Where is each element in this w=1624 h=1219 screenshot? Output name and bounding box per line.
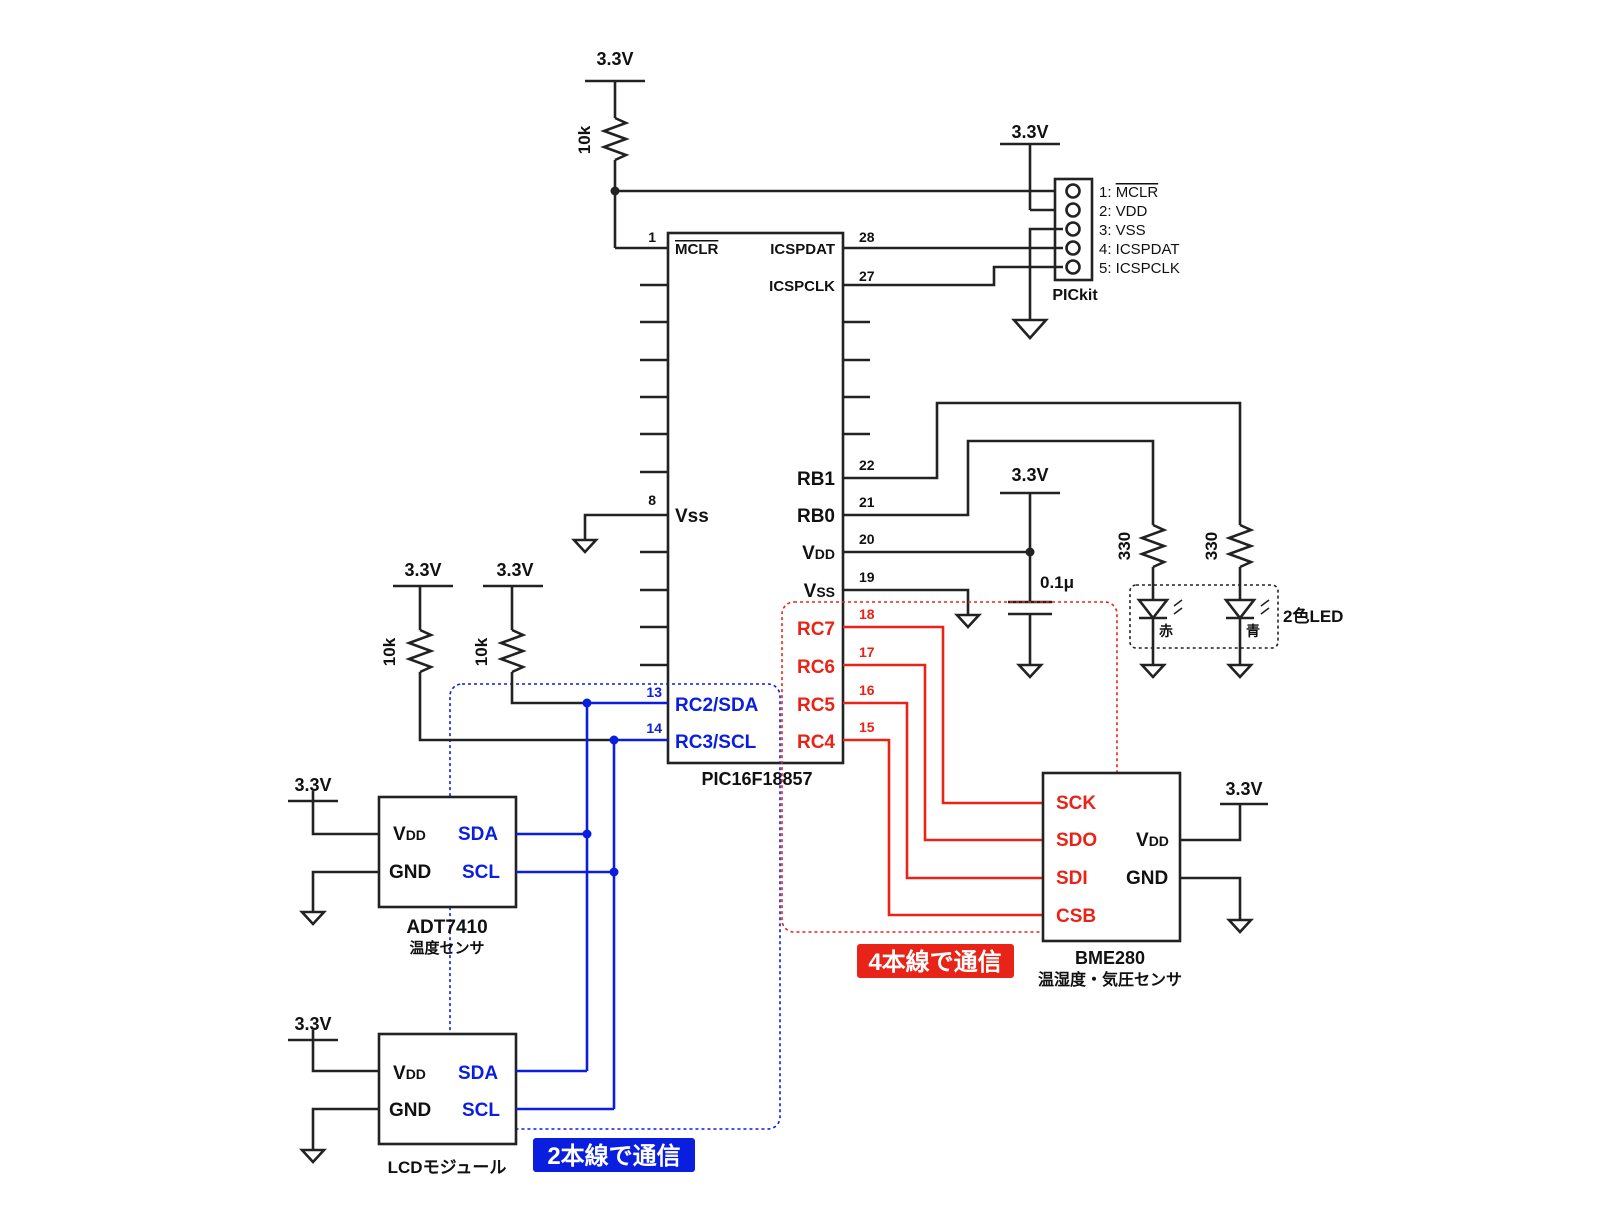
pin-number: 20 [859, 531, 875, 547]
pin-number: 15 [859, 719, 875, 735]
pin-number: 17 [859, 644, 875, 660]
bme280-sck: SCK [1056, 793, 1096, 814]
pin-label-vss-left: Vss [675, 506, 709, 527]
spi-badge-text: 4本線で通信 [868, 948, 1001, 976]
bme280-sdi: SDI [1056, 868, 1088, 889]
resistor-value: 10k [380, 637, 399, 666]
led-red-label: 赤 [1159, 623, 1173, 639]
resistor-led-blue: 330 [1202, 523, 1255, 569]
adt7410-scl: SCL [462, 862, 500, 883]
adt7410-name: ADT7410 [406, 917, 487, 938]
resistor-value: 10k [472, 637, 491, 666]
lcd-scl: SCL [462, 1100, 500, 1121]
supply-label: 3.3V [404, 560, 441, 580]
pin-number: 13 [646, 684, 662, 700]
capacitor-value: 0.1μ [1040, 573, 1074, 592]
bme280-csb: CSB [1056, 906, 1096, 927]
led-red-diode: 赤 [1136, 598, 1183, 679]
bme280-name: BME280 [1075, 948, 1145, 968]
pin-number: 8 [648, 492, 656, 508]
supply-label: 3.3V [294, 1014, 331, 1034]
pin-number: 19 [859, 569, 875, 585]
pin-label-vss-right: VSS [804, 581, 835, 602]
resistor-sda-pullup: 3.3V 10k [472, 560, 543, 674]
led-name: 2色LED [1283, 606, 1343, 626]
pin-label-icspclk: ICSPCLK [769, 278, 835, 295]
led-blue-label: 青 [1246, 623, 1260, 639]
bme280-sdo: SDO [1056, 830, 1097, 851]
lcd-vdd: VDD [393, 1063, 426, 1084]
led-blue-diode: 青 [1223, 598, 1270, 679]
adt7410-sda: SDA [458, 824, 498, 845]
pickit-pin3-label: 3: VSS [1099, 222, 1146, 239]
pin-label-rc6: RC6 [797, 657, 835, 678]
pickit-pin2-label: 2: VDD [1099, 203, 1148, 220]
adt7410-module: VDD GND SDA SCL ADT7410 温度センサ [377, 795, 518, 957]
supply-label: 3.3V [1225, 779, 1262, 799]
pin-number: 22 [859, 457, 875, 473]
pin-label-mclr: MCLR [675, 241, 718, 258]
resistor-led-red: 330 [1115, 523, 1168, 569]
spi-badge: 4本線で通信 [857, 944, 1014, 978]
adt7410-gnd: GND [389, 862, 431, 883]
pin-number: 1 [648, 229, 656, 245]
bme280-desc: 温湿度・気圧センサ [1037, 970, 1182, 989]
i2c-badge: 2本線で通信 [533, 1138, 695, 1172]
lcd-sda: SDA [458, 1063, 498, 1084]
pin-number: 27 [859, 268, 875, 284]
spi-group-box [781, 601, 1118, 933]
pin-label-vdd: VDD [802, 543, 835, 564]
capacitor: 3.3V 0.1μ [843, 465, 1074, 679]
pickit-pin1-label: 1: MCLR [1099, 184, 1158, 201]
pin-label-rc5: RC5 [797, 695, 835, 716]
bme280-module: SCK SDO SDI CSB VDD GND BME280 温湿度・気圧センサ [1037, 771, 1182, 989]
pickit-connector: 3.3V 1: MCLR 2: VDD 3: VSS 4: ICSPDAT 5:… [1000, 122, 1180, 340]
pin-label-rb0: RB0 [797, 506, 835, 527]
supply-label: 3.3V [1011, 122, 1048, 142]
resistor-mclr-pullup: 10k [575, 116, 630, 162]
pin-number: 28 [859, 229, 875, 245]
lcd-gnd: GND [389, 1100, 431, 1121]
pickit-label: PICkit [1052, 287, 1098, 304]
supply-mclr-pullup: 3.3V [585, 49, 645, 118]
pin-number: 21 [859, 494, 875, 510]
supply-label: 3.3V [596, 49, 633, 69]
pin-number: 14 [646, 720, 662, 736]
pickit-pin5-label: 5: ICSPCLK [1099, 260, 1180, 277]
pin-label-icspdat: ICSPDAT [770, 241, 835, 258]
supply-label: 3.3V [294, 775, 331, 795]
mcu-pic16f18857: PIC16F18857 1 MCLR 28 ICSPDAT 27 ICSPCLK… [640, 229, 875, 789]
pickit-pin4-label: 4: ICSPDAT [1099, 241, 1180, 258]
mcu-name: PIC16F18857 [701, 769, 812, 789]
supply-label: 3.3V [1011, 465, 1048, 485]
i2c-group-box [449, 683, 781, 1130]
pin-label-rc7: RC7 [797, 619, 835, 640]
i2c-badge-text: 2本線で通信 [547, 1142, 680, 1170]
lcd-name: LCDモジュール [388, 1158, 507, 1177]
adt7410-vdd: VDD [393, 824, 426, 845]
pin-label-rb1: RB1 [797, 469, 835, 490]
pin-number: 18 [859, 606, 875, 622]
bme280-vdd: VDD [1136, 830, 1169, 851]
lcd-module: VDD GND SDA SCL LCDモジュール [377, 1032, 518, 1177]
resistor-value: 10k [575, 125, 594, 154]
supply-label: 3.3V [496, 560, 533, 580]
pin-label-rc3: RC3/SCL [675, 732, 757, 753]
adt7410-desc: 温度センサ [409, 939, 484, 957]
pin-number: 16 [859, 682, 875, 698]
led-group-box [1129, 584, 1279, 649]
resistor-value: 330 [1115, 532, 1134, 560]
resistor-value: 330 [1202, 532, 1221, 560]
pin-label-rc4: RC4 [797, 732, 835, 753]
resistor-scl-pullup: 3.3V 10k [380, 560, 453, 674]
pin-label-rc2: RC2/SDA [675, 695, 759, 716]
bme280-gnd: GND [1126, 868, 1168, 889]
